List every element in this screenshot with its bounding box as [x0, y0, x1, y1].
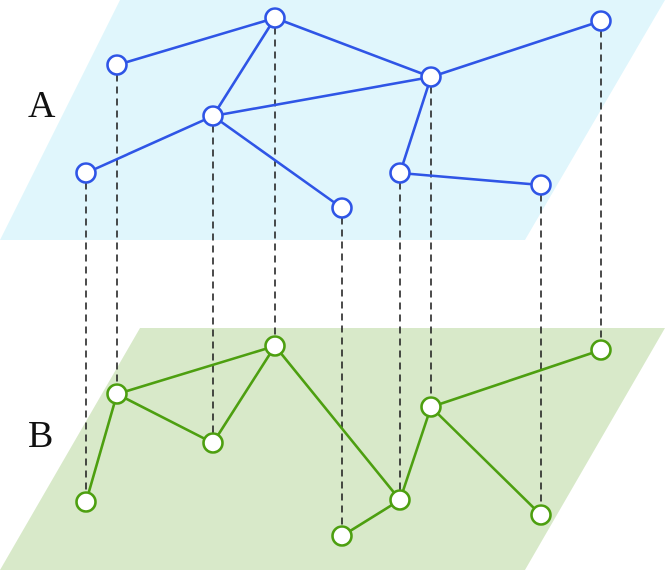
layer-b-node-n2: [264, 335, 286, 357]
layer-b-node-n7: [331, 525, 353, 547]
layer-b-node-n3: [420, 396, 442, 418]
interlayer-links: [85, 27, 602, 527]
layer-a-node-n9: [530, 174, 552, 196]
layer-b-edge-n3-n4: [429, 348, 603, 409]
layer-b-nodes: [75, 335, 612, 547]
layer-b-edge-n3-n9: [429, 405, 543, 517]
layer-b-edge-n2-n5: [211, 344, 277, 445]
layer-a-edge-n5-n7: [211, 114, 344, 210]
layer-b-node-n1: [106, 383, 128, 405]
layer-a-edge-n1-n2: [115, 16, 277, 67]
layer-a-edge-n5-n6: [84, 114, 215, 175]
layer-a-edge-n2-n3: [273, 16, 433, 79]
layer-a-plane: [0, 0, 665, 240]
layer-a-node-n7: [331, 197, 353, 219]
layer-a-edge-n3-n4: [429, 19, 603, 79]
layer-a-node-n8: [389, 162, 411, 184]
layer-b-node-n8: [389, 489, 411, 511]
layer-b-edge-n8-n3: [398, 405, 433, 502]
layer-b-node-n9: [530, 504, 552, 526]
layer-a-edge-n8-n9: [398, 171, 543, 187]
layer-a-edge-n5-n3: [211, 75, 433, 118]
layer-b-label: B: [28, 414, 53, 456]
layer-b-edge-n2-n8: [273, 344, 402, 502]
layer-a-node-n6: [75, 162, 97, 184]
layer-a-edges: [84, 16, 603, 210]
layer-a-nodes: [75, 7, 612, 219]
layer-b-edge-n8-n7: [340, 498, 402, 538]
layer-a-node-n2: [264, 7, 286, 29]
layer-b-edge-n1-n2: [115, 344, 277, 396]
layer-b-node-n5: [202, 432, 224, 454]
layer-b-node-n6: [75, 491, 97, 513]
layer-a-node-n5: [202, 105, 224, 127]
layer-a-node-n1: [106, 54, 128, 76]
layer-a-edge-n2-n5: [211, 16, 277, 118]
layer-b-edges: [84, 344, 603, 538]
layer-a-node-n4: [590, 10, 612, 32]
layer-a-edge-n3-n8: [398, 75, 433, 175]
layer-b-plane: [0, 328, 665, 570]
layer-a-node-n3: [420, 66, 442, 88]
layer-b-edge-n1-n6: [84, 392, 119, 504]
layer-b-edge-n1-n5: [115, 392, 215, 445]
layer-b-node-n4: [590, 339, 612, 361]
layer-a-label: A: [28, 84, 56, 126]
